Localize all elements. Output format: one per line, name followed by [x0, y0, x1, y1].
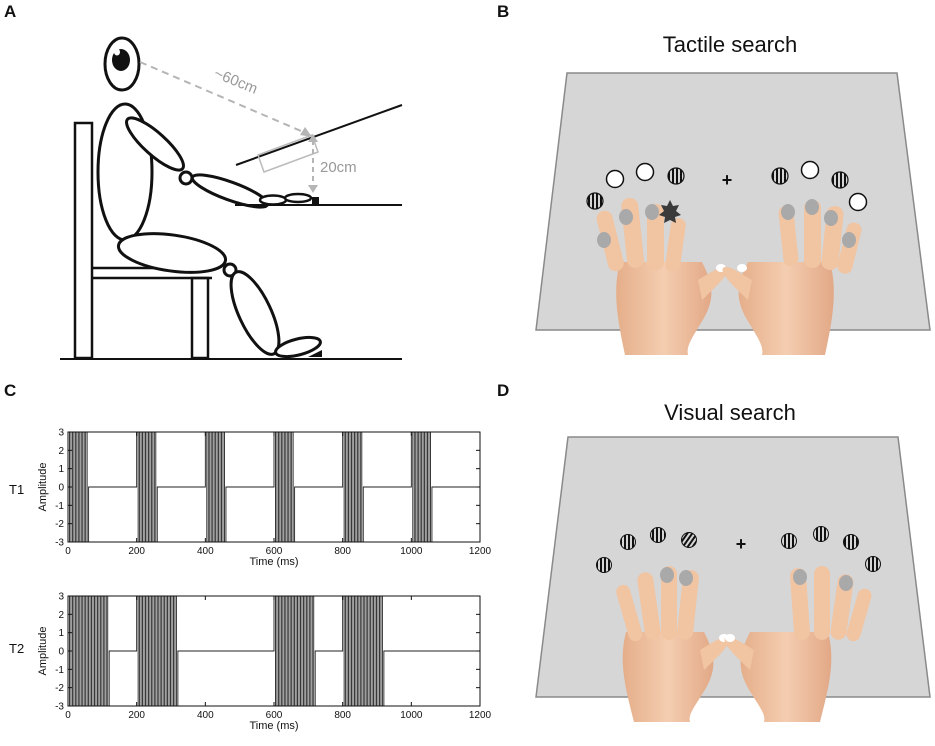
fingertip-contact	[597, 232, 611, 248]
forearm	[190, 173, 270, 209]
lower-leg	[229, 270, 281, 356]
left-hand	[616, 566, 730, 722]
viewing-distance-arrow	[139, 61, 309, 135]
x-tick-label: 600	[266, 710, 283, 721]
panel-letter-a: A	[4, 2, 17, 21]
left-hand	[596, 198, 728, 355]
torso	[96, 102, 154, 242]
display-reflection	[257, 134, 319, 173]
head	[103, 36, 141, 92]
waveform-series-2	[67, 595, 480, 707]
upper-arm	[125, 116, 185, 172]
right-hand	[722, 199, 862, 355]
x-tick-label: 1000	[400, 546, 423, 557]
waveform-series-1	[67, 431, 480, 543]
x-tick-label: 800	[334, 546, 351, 557]
row-label-t2: T2	[9, 641, 25, 656]
y-tick-label: -1	[55, 501, 64, 512]
x-tick-label: 600	[266, 546, 283, 557]
distance-label: ~60cm	[212, 65, 261, 98]
panel-letter-d: D	[497, 381, 510, 400]
y-tick-label: 0	[58, 647, 64, 658]
y-tick-label: -2	[55, 519, 64, 530]
board-surface	[535, 72, 931, 331]
y-tick-label: 0	[58, 483, 64, 494]
x-tick-label: 800	[334, 710, 351, 721]
x-tick-label: 400	[197, 710, 214, 721]
vertical-grating-stimulus	[586, 192, 604, 210]
x-axis-label: Time (ms)	[249, 556, 298, 568]
eye-icon	[112, 49, 130, 71]
y-tick-label: -2	[55, 683, 64, 694]
x-tick-label: 1200	[469, 710, 492, 721]
fixation-cross: +	[736, 534, 747, 554]
right-hand	[724, 566, 872, 722]
x-axis-label: Time (ms)	[249, 720, 298, 732]
target-tilted-grating	[681, 532, 697, 548]
y-tick-label: 2	[58, 446, 64, 457]
x-tick-label: 1000	[400, 710, 423, 721]
panel-letter-c: C	[4, 381, 17, 400]
x-tick-label: 0	[65, 710, 71, 721]
display-monitor	[235, 104, 403, 166]
x-tick-label: 0	[65, 546, 71, 557]
panel-letter-b: B	[497, 2, 510, 21]
y-tick-label: -1	[55, 665, 64, 676]
y-tick-label: -3	[55, 538, 64, 549]
y-tick-label: 2	[58, 610, 64, 621]
y-tick-label: 3	[58, 428, 64, 439]
foot	[274, 335, 322, 359]
x-tick-label: 200	[128, 546, 145, 557]
target-star-icon	[659, 200, 681, 223]
visual-search-title: Visual search	[664, 400, 796, 425]
y-tick-label: 1	[58, 464, 64, 475]
tactile-stimuli	[586, 160, 868, 223]
y-tick-label: 3	[58, 592, 64, 603]
tactile-search-title: Tactile search	[662, 32, 798, 57]
height-label: 20cm	[320, 159, 357, 176]
fixation-cross: +	[722, 170, 733, 190]
x-tick-label: 400	[197, 546, 214, 557]
foot-pedal	[308, 350, 322, 357]
y-axis-label: Amplitude	[37, 627, 49, 676]
y-tick-label: 1	[58, 628, 64, 639]
visual-stimuli	[596, 526, 881, 573]
board-surface	[535, 436, 931, 698]
x-tick-label: 200	[128, 710, 145, 721]
y-tick-label: -3	[55, 702, 64, 713]
row-label-t1: T1	[9, 482, 25, 497]
x-tick-label: 1200	[469, 546, 492, 557]
y-axis-label: Amplitude	[37, 463, 49, 512]
thigh	[116, 232, 228, 274]
chair	[73, 121, 212, 360]
